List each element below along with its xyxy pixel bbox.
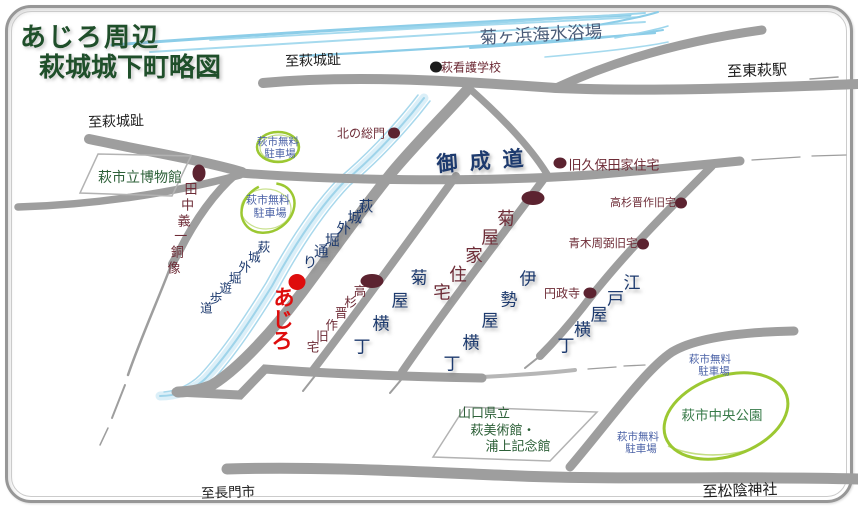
hagi-central-park-label: 萩市中央公園 xyxy=(681,408,763,424)
map-inner-frame xyxy=(11,11,847,497)
map-outer-frame xyxy=(5,5,853,503)
parking-circle-1 xyxy=(255,130,301,164)
parking-circle-2 xyxy=(240,181,296,235)
kita-no-somon-label: 北の総門 xyxy=(336,126,386,141)
kubota-residence-dot xyxy=(553,157,567,169)
hagi-city-museum-label: 萩市立博物館 xyxy=(98,170,182,186)
road-onarimichi xyxy=(235,156,745,185)
art-museum-line-1: 山口県立 xyxy=(457,406,511,422)
parking-circle-2b xyxy=(240,188,292,230)
enseiji-temple-dot xyxy=(583,287,597,299)
free-parking-4: 萩市無料駐車場 xyxy=(617,431,659,455)
tanaka-statue-dot xyxy=(192,164,206,182)
art-museum-line-3: 浦上記念館 xyxy=(485,439,551,455)
to-shoin-shrine: 至松陰神社 xyxy=(702,480,778,501)
free-parking-1: 萩市無料駐車場 xyxy=(257,136,299,160)
roads xyxy=(14,25,858,485)
takasugi-right-dot xyxy=(675,197,687,209)
road-mid-horizontal xyxy=(171,364,487,400)
street-sotobori-dori xyxy=(172,83,474,398)
to-hagi-castle-ruins-top: 至萩城趾 xyxy=(284,52,342,70)
road-southwest-stub xyxy=(168,170,240,268)
aoki-residence-dot xyxy=(637,238,649,250)
central-park-ellipse-overlap xyxy=(667,445,749,456)
kikuya-residence-dot xyxy=(521,191,545,205)
free-parking-3: 萩市無料駐車場 xyxy=(689,353,731,377)
ajiro-dot xyxy=(288,274,306,290)
onarimichi-street-label: 御成道 xyxy=(435,144,537,177)
kikugahama-beach-label: 菊ヶ浜海水浴場 xyxy=(479,22,603,49)
road-bottom-main xyxy=(221,462,858,485)
to-higashi-hagi-station: 至東萩駅 xyxy=(726,60,788,81)
building-outlines xyxy=(78,153,599,462)
hagi-city-museum-outline xyxy=(78,153,193,197)
nursing-school-dot xyxy=(430,61,442,73)
beach-waves xyxy=(110,11,669,58)
road-top-branch-northeast xyxy=(551,25,767,93)
takasugi-residence-right-label: 高杉晋作旧宅 xyxy=(610,196,676,209)
kubota-residence-label: 旧久保田家住宅 xyxy=(568,158,660,174)
road-to-castle-lower xyxy=(14,171,244,211)
to-hagi-castle-ruins-left: 至萩城趾 xyxy=(87,113,145,131)
kita-no-somon-dot xyxy=(388,127,400,139)
street-stub-upper xyxy=(466,85,551,178)
aoki-shusuke-residence-label: 青木周弼旧宅 xyxy=(568,236,638,250)
parking-circle-1b xyxy=(259,134,299,162)
central-park-ellipse xyxy=(662,371,790,461)
takasugi-mid-dot xyxy=(360,274,384,288)
poi-markers xyxy=(192,61,687,299)
road-central-park-diagonal xyxy=(565,326,799,472)
enseiji-temple-label: 円政寺 xyxy=(543,286,581,301)
road-mid-horizontal-fade xyxy=(480,368,577,379)
hagi-nursing-school-label: 萩看護学校 xyxy=(440,60,502,75)
map-title-line-1: あじろ周辺 xyxy=(20,23,161,53)
green-circles xyxy=(240,130,790,461)
art-museum-outline xyxy=(431,406,599,462)
map-title-line-2: 萩城城下町略図 xyxy=(39,53,222,83)
to-nagato-city: 至長門市 xyxy=(200,484,256,502)
art-museum-line-2: 萩美術館・ xyxy=(470,423,536,439)
sotobori-river xyxy=(155,93,431,401)
free-parking-2: 萩市無料駐車場 xyxy=(246,193,290,219)
street-kikuya-yokocho xyxy=(309,172,460,374)
